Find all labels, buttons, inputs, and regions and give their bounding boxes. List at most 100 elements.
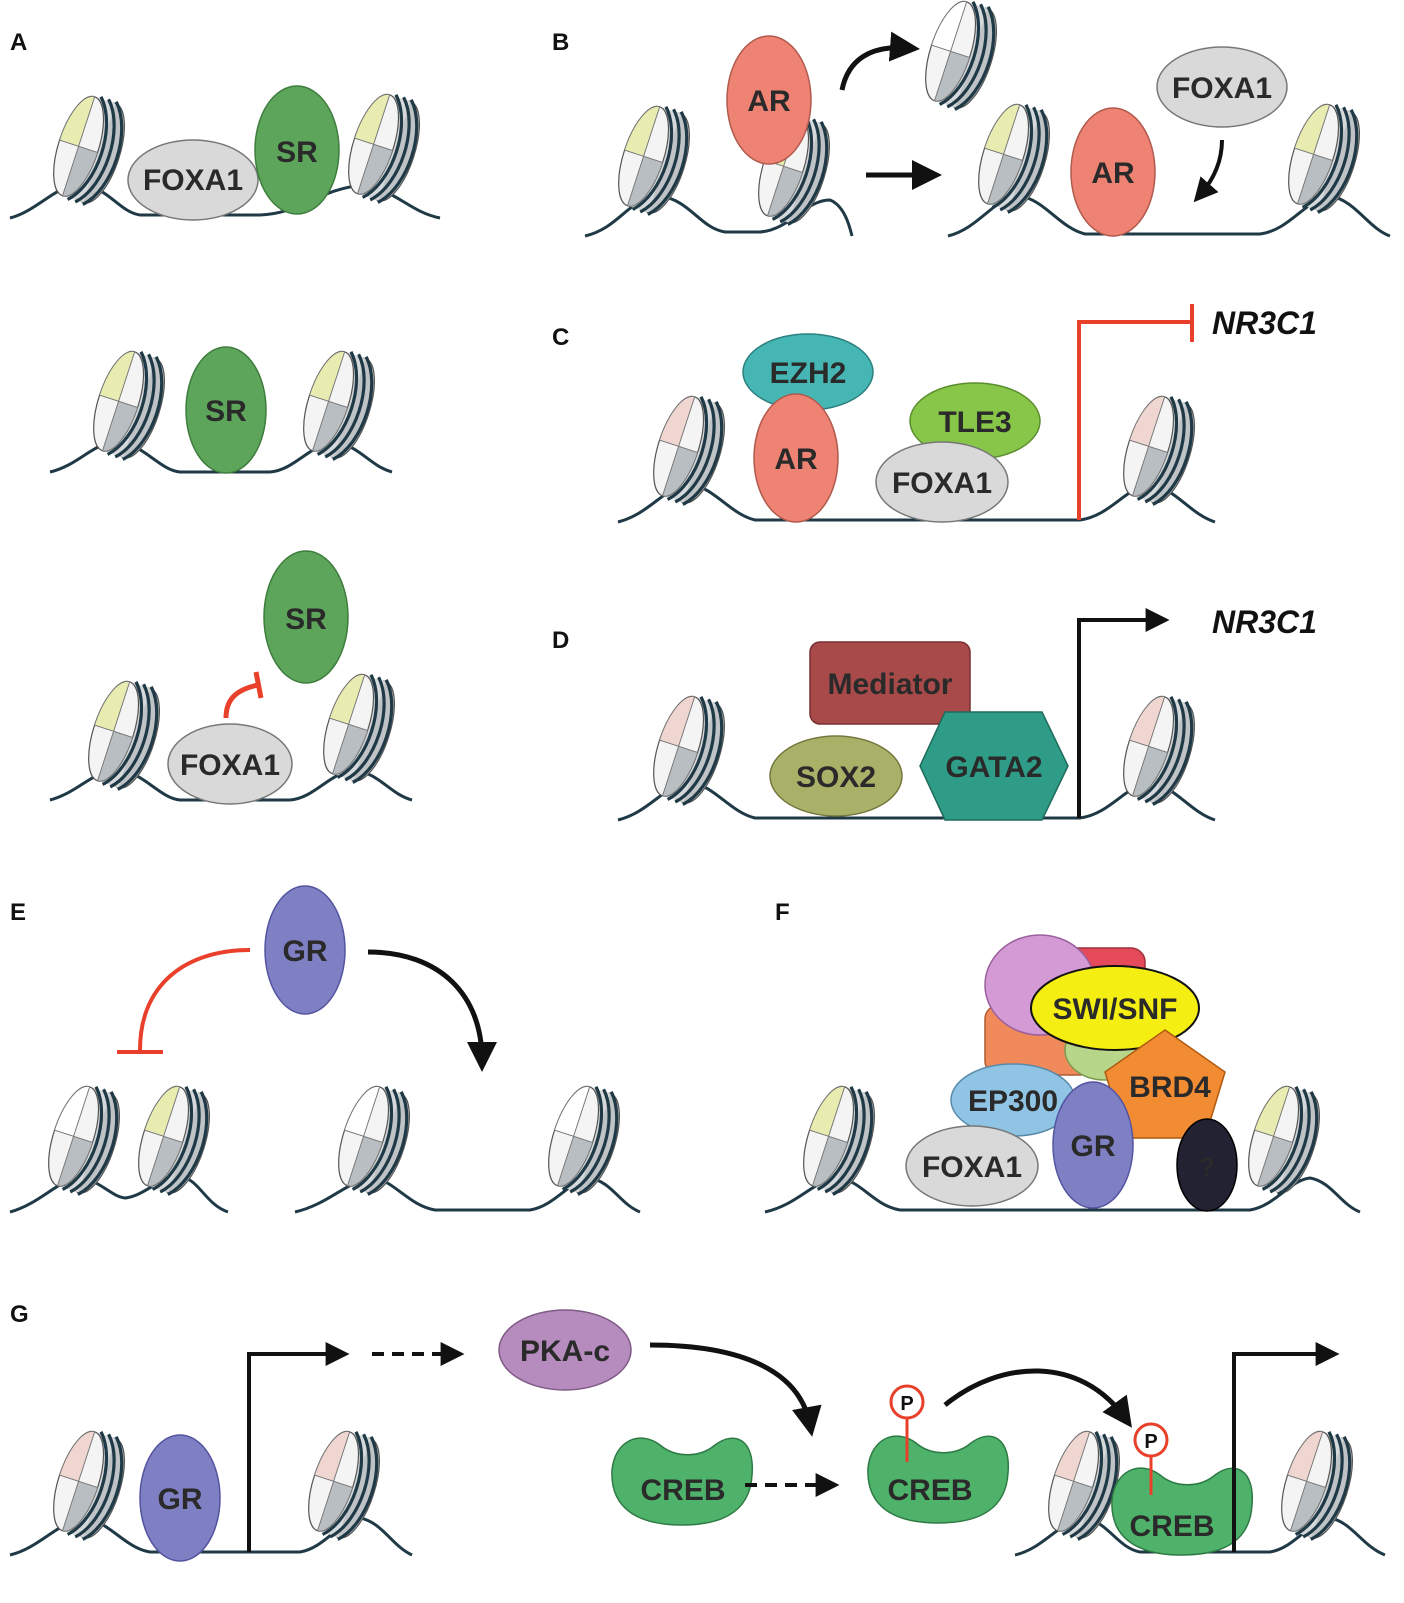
panel-e-label: E xyxy=(10,899,26,926)
nucleosome-icon xyxy=(93,350,166,461)
phosphate-label: P xyxy=(900,1393,913,1415)
sr-protein xyxy=(185,346,267,474)
nucleosome-icon xyxy=(1123,695,1196,806)
unknown-factor xyxy=(1176,1118,1238,1212)
phosphate-icon xyxy=(1133,1422,1169,1458)
gr-protein xyxy=(264,885,346,1015)
sr-protein xyxy=(254,85,340,215)
panel-a-label: A xyxy=(10,29,27,56)
inhibition-arrow xyxy=(223,682,259,719)
nucleosome-icon xyxy=(53,1430,126,1541)
swi-snf-complex xyxy=(1030,965,1200,1051)
ep300-label: EP300 xyxy=(968,1085,1058,1118)
gata2-protein xyxy=(919,711,1069,821)
foxa1-label: FOXA1 xyxy=(922,1151,1022,1184)
panel-a-bottom-row: FOXA1 SR xyxy=(49,550,413,805)
mediator-label: Mediator xyxy=(827,668,952,701)
transcription-arrow xyxy=(247,1342,350,1552)
ar-protein xyxy=(753,393,839,523)
nucleosome-icon xyxy=(978,103,1051,214)
tle3-label: TLE3 xyxy=(938,406,1011,439)
creb-protein xyxy=(867,1435,1009,1524)
panel-b-label: B xyxy=(552,29,569,56)
foxa1-protein xyxy=(167,723,293,805)
panel-g: G GR PKA-c CREB CREB P CREB P xyxy=(9,1301,1386,1562)
eviction-arrow xyxy=(839,31,920,91)
nucleosome-icon xyxy=(1281,1430,1354,1541)
nucleosome-icon xyxy=(48,1085,121,1196)
phosphate-icon xyxy=(889,1384,925,1420)
panel-e: E GR xyxy=(9,885,641,1214)
nucleosome-icon xyxy=(653,695,726,806)
foxa1-label: FOXA1 xyxy=(180,749,280,782)
nucleosome-icon xyxy=(1248,1085,1321,1196)
activation-arrow xyxy=(367,949,497,1072)
foxa1-label: FOXA1 xyxy=(1172,72,1272,105)
creb-protein-bound xyxy=(1111,1467,1253,1556)
ar-protein xyxy=(726,35,812,165)
gr-label: GR xyxy=(283,935,328,968)
ar-label: AR xyxy=(1091,157,1135,190)
foxa1-protein xyxy=(1156,46,1288,128)
ar-label: AR xyxy=(747,85,791,118)
creb-label: CREB xyxy=(887,1474,972,1507)
activation-arrow xyxy=(1077,608,1170,818)
foxa1-label: FOXA1 xyxy=(143,164,243,197)
sr-label: SR xyxy=(276,136,318,169)
ezh2-label: EZH2 xyxy=(770,357,847,390)
ar-label: AR xyxy=(774,443,818,476)
nucleosome-icon xyxy=(1288,103,1361,214)
nucleosome-icon xyxy=(338,1085,411,1196)
panel-a-middle-row: SR xyxy=(49,346,393,474)
gr-label: GR xyxy=(158,1483,203,1516)
sox2-label: SOX2 xyxy=(796,761,876,794)
gene-nr3c1: NR3C1 xyxy=(1212,305,1317,341)
phosphorylation-arrow xyxy=(649,1342,822,1437)
foxa1-protein xyxy=(127,139,259,221)
panel-d-label: D xyxy=(552,627,569,654)
creb-protein xyxy=(611,1437,753,1526)
gene-nr3c1: NR3C1 xyxy=(1212,604,1317,640)
nucleosome-icon xyxy=(803,1085,876,1196)
panel-f: F SWI/SNF BRD4 EP300 GR FOXA1 ? xyxy=(764,899,1361,1214)
phosphate-label: P xyxy=(1144,1431,1157,1453)
mediator-complex xyxy=(809,641,971,725)
gata2-label: GATA2 xyxy=(945,751,1042,784)
ar-protein xyxy=(1070,107,1156,237)
sr-label: SR xyxy=(285,603,327,636)
brd4-protein xyxy=(1104,1029,1226,1139)
nucleosome-icon xyxy=(138,1085,211,1196)
panel-f-label: F xyxy=(775,899,790,926)
nucleosome-icon xyxy=(323,673,396,784)
pka-c-label: PKA-c xyxy=(520,1335,610,1368)
creb-label: CREB xyxy=(640,1474,725,1507)
creb-label: CREB xyxy=(1129,1510,1214,1543)
foxa1-label: FOXA1 xyxy=(892,467,992,500)
sox2-protein xyxy=(769,735,903,817)
nucleosome-icon xyxy=(308,1430,381,1541)
panel-a: A FOXA1 SR SR FOXA1 SR xyxy=(9,29,441,805)
repression-arrow xyxy=(138,948,251,1051)
sr-protein xyxy=(263,550,349,684)
repression-arrow xyxy=(1077,320,1190,520)
foxa1-protein xyxy=(905,1125,1039,1207)
panel-d: D Mediator SOX2 GATA2 NR3C1 xyxy=(552,604,1317,822)
gr-protein xyxy=(139,1434,221,1562)
panel-c: C EZH2 AR TLE3 FOXA1 NR3C1 xyxy=(552,304,1317,524)
panel-b: B AR AR FOXA1 xyxy=(552,0,1391,238)
binding-arrow xyxy=(943,1368,1132,1428)
nucleosome-icon xyxy=(653,395,726,506)
nucleosome-icon xyxy=(1123,395,1196,506)
sr-label: SR xyxy=(205,395,247,428)
inhibition-bar xyxy=(253,671,264,699)
nucleosome-icon xyxy=(548,1085,621,1196)
panel-g-label: G xyxy=(10,1301,29,1328)
foxa1-protein xyxy=(875,441,1009,523)
nucleosome-icon xyxy=(53,95,126,206)
gr-label: GR xyxy=(1071,1130,1116,1163)
brd4-label: BRD4 xyxy=(1129,1071,1211,1104)
nucleosome-icon xyxy=(88,680,161,791)
swi-snf-label: SWI/SNF xyxy=(1053,993,1178,1026)
gr-protein xyxy=(1052,1081,1134,1209)
